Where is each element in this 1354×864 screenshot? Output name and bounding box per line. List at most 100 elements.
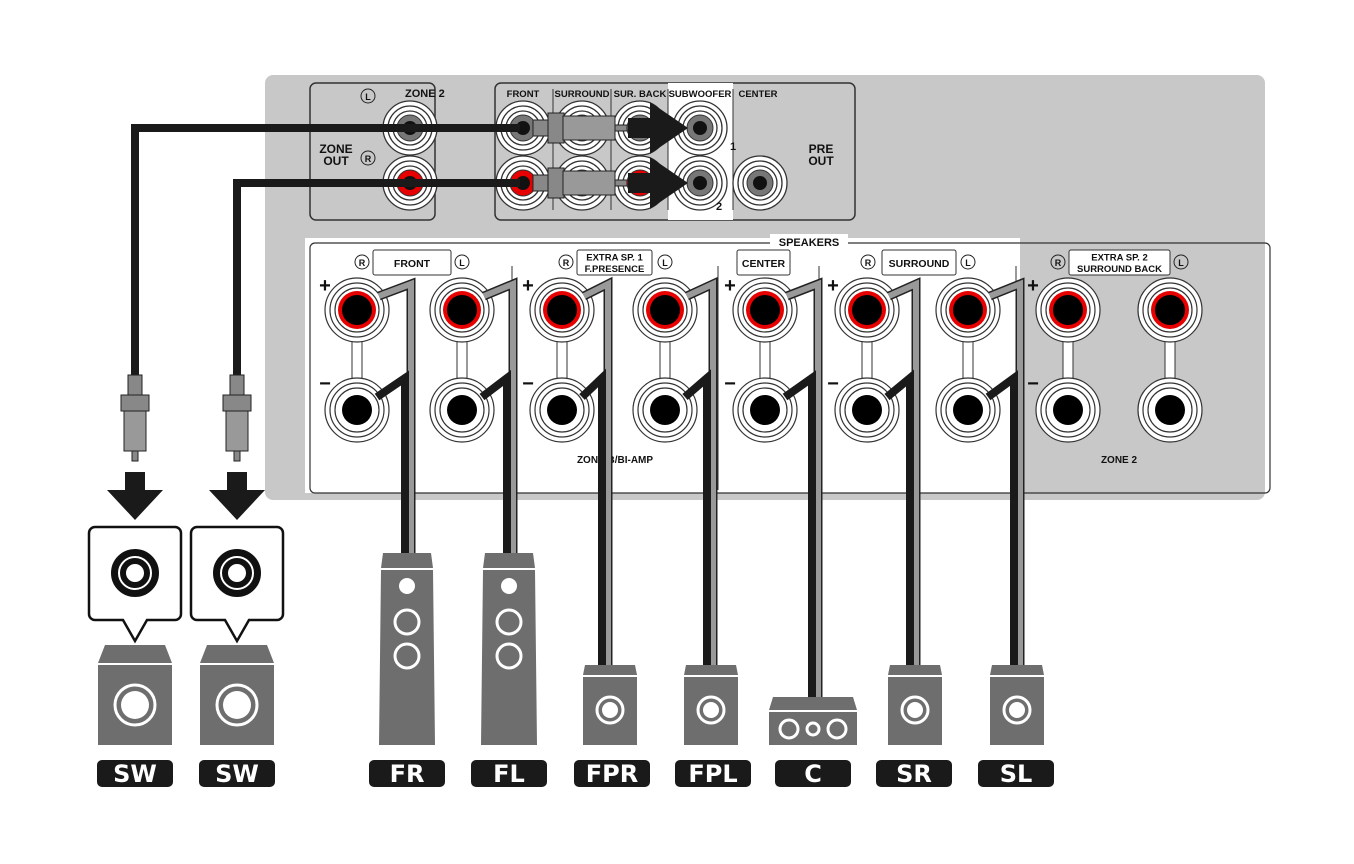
channel-mark-text: R	[1055, 258, 1062, 268]
zone-out-label: ZONE OUT	[319, 143, 353, 168]
speaker-wire-minus	[682, 369, 711, 665]
subwoofer-cable-1	[131, 124, 520, 385]
rca-plug	[532, 157, 688, 209]
speaker-label-text: FPL	[688, 760, 737, 788]
channel-mark-text: R	[359, 258, 366, 268]
speaker-label-c: C	[775, 760, 851, 788]
bookshelf-speaker-icon	[888, 665, 942, 745]
channel-mark	[354, 254, 370, 270]
arrow-right-icon	[628, 157, 688, 209]
channel-mark-text: L	[365, 92, 371, 102]
minus-sign: −	[319, 373, 331, 395]
channel-mark	[860, 254, 876, 270]
plus-sign: +	[522, 275, 534, 297]
minus-sign: −	[522, 373, 534, 395]
channel-mark	[558, 254, 574, 270]
speaker-wire-plus	[685, 279, 716, 665]
channel-mark	[960, 254, 976, 270]
plus-sign: +	[319, 275, 331, 297]
tower-speaker-icon	[379, 553, 435, 745]
center-speaker-icon	[769, 697, 857, 745]
speaker-terminal-pair	[834, 277, 900, 443]
subwoofer-speaker-icon	[98, 645, 172, 745]
rca-input-icon	[232, 568, 242, 578]
channel-mark	[1173, 254, 1189, 270]
plus-sign: +	[1027, 275, 1039, 297]
subwoofer-cable-2	[233, 179, 520, 385]
section-label: CENTER	[742, 258, 786, 270]
channel-mark	[360, 88, 376, 104]
speaker-label-text: SL	[1000, 760, 1033, 788]
speaker-terminal-pair	[324, 277, 390, 443]
speakers-title: SPEAKERS	[779, 237, 840, 249]
speaker-wire-plus	[988, 279, 1023, 665]
speaker-wire-plus	[582, 279, 611, 665]
channel-mark-text: R	[365, 154, 372, 164]
center-pre-out-jack	[732, 155, 788, 211]
speaker-wire-minus	[579, 368, 606, 665]
speaker-label-fl: FL	[471, 760, 547, 788]
subwoofer-1-jack	[672, 100, 728, 156]
zone2-label: ZONE 2	[405, 88, 445, 100]
channel-mark	[1050, 254, 1066, 270]
speaker-wire-plus	[887, 279, 919, 665]
speaker-terminal-pair	[632, 277, 698, 443]
arrow-down-icon	[107, 472, 163, 520]
speaker-label-fr: FR	[369, 760, 445, 788]
speaker-label-fpl: FPL	[675, 760, 751, 788]
section-label-box	[881, 249, 957, 276]
bookshelf-speaker-icon	[684, 665, 738, 745]
channel-mark-text: R	[865, 258, 872, 268]
plus-sign: +	[827, 275, 839, 297]
channel-mark-text: L	[459, 258, 465, 268]
channel-mark-text: L	[965, 258, 971, 268]
preout-column-label: SUR. BACK	[614, 89, 667, 100]
subwoofer-port-1: 1	[730, 141, 736, 153]
subwoofer-input-callout	[189, 525, 285, 644]
rca-plug	[532, 102, 688, 154]
speaker-label-sw: SW	[199, 760, 275, 788]
speaker-wire-minus	[479, 369, 511, 553]
channel-mark-text: R	[563, 258, 570, 268]
speaker-label-text: FL	[493, 760, 525, 788]
channel-mark-text: L	[662, 258, 668, 268]
subwoofer-speaker-icon	[200, 645, 274, 745]
channel-mark	[657, 254, 673, 270]
bookshelf-speaker-icon	[583, 665, 637, 745]
speaker-label-text: SR	[896, 760, 932, 788]
speaker-wire-minus	[985, 370, 1018, 665]
speaker-label-text: SW	[113, 760, 157, 788]
zone-out-label-wrap: ZONE OUT	[319, 143, 353, 168]
speaker-label-text: FPR	[586, 760, 638, 788]
tower-speaker-icon	[481, 553, 537, 745]
section-label: EXTRA SP. 2	[1091, 253, 1148, 264]
section-label-box	[1068, 249, 1171, 276]
preout-column-label: CENTER	[738, 89, 777, 100]
minus-sign: −	[827, 373, 839, 395]
rca-plug	[107, 374, 163, 520]
pre-out-jack	[495, 100, 551, 156]
section-label: SURROUND	[889, 258, 950, 270]
speaker-wire-plus	[482, 279, 516, 553]
section-label-box	[576, 249, 653, 276]
channel-mark	[360, 150, 376, 166]
subwoofer-2-jack	[672, 155, 728, 211]
preout-column-label: SURROUND	[555, 89, 610, 100]
pre-out-label-wrap: PRE OUT	[808, 143, 833, 167]
subwoofer-input-callout	[87, 525, 183, 644]
zone2-speaker-label: ZONE 2	[1101, 455, 1138, 466]
speaker-wire-minus	[884, 369, 914, 665]
subwoofer-port-2: 2	[716, 201, 722, 213]
speaker-label-sl: SL	[978, 760, 1054, 788]
speaker-label-text: FR	[390, 760, 425, 788]
speaker-wire-plus	[785, 279, 821, 697]
speaker-terminal-pair	[1035, 277, 1101, 443]
channel-mark	[454, 254, 470, 270]
rca-input-icon	[130, 568, 140, 578]
preout-column-label: FRONT	[507, 89, 540, 100]
speaker-terminal-pair	[732, 277, 798, 443]
speaker-wire-minus	[782, 370, 816, 697]
arrow-down-icon	[209, 472, 265, 520]
zone-out-box	[309, 82, 436, 221]
